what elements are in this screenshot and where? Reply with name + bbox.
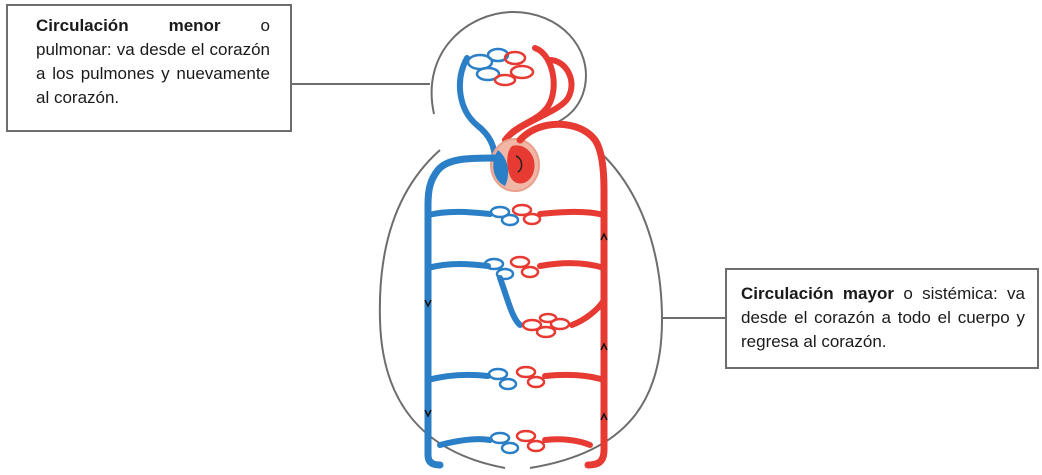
minor-circulation-outline: [432, 12, 586, 128]
systemic-branches: [428, 212, 604, 445]
capillary-bed-2: [485, 257, 538, 279]
minor-circulation-title: Circulación menor: [36, 16, 221, 35]
minor-circulation-callout: Circulación menor o pulmonar: va desde e…: [6, 4, 292, 132]
lung-capillaries: [468, 49, 533, 85]
major-circulation-callout: Circulación mayor o sistémica: va desde …: [725, 268, 1039, 369]
heart: [491, 139, 539, 191]
capillary-bed-1: [491, 205, 540, 225]
major-circulation-outline-left: [380, 150, 505, 468]
capillary-bed-4: [489, 367, 544, 389]
capillary-bed-5: [491, 431, 544, 453]
capillary-bed-3: [523, 314, 569, 337]
vena-cava: [428, 158, 496, 465]
major-circulation-title: Circulación mayor: [741, 284, 894, 303]
